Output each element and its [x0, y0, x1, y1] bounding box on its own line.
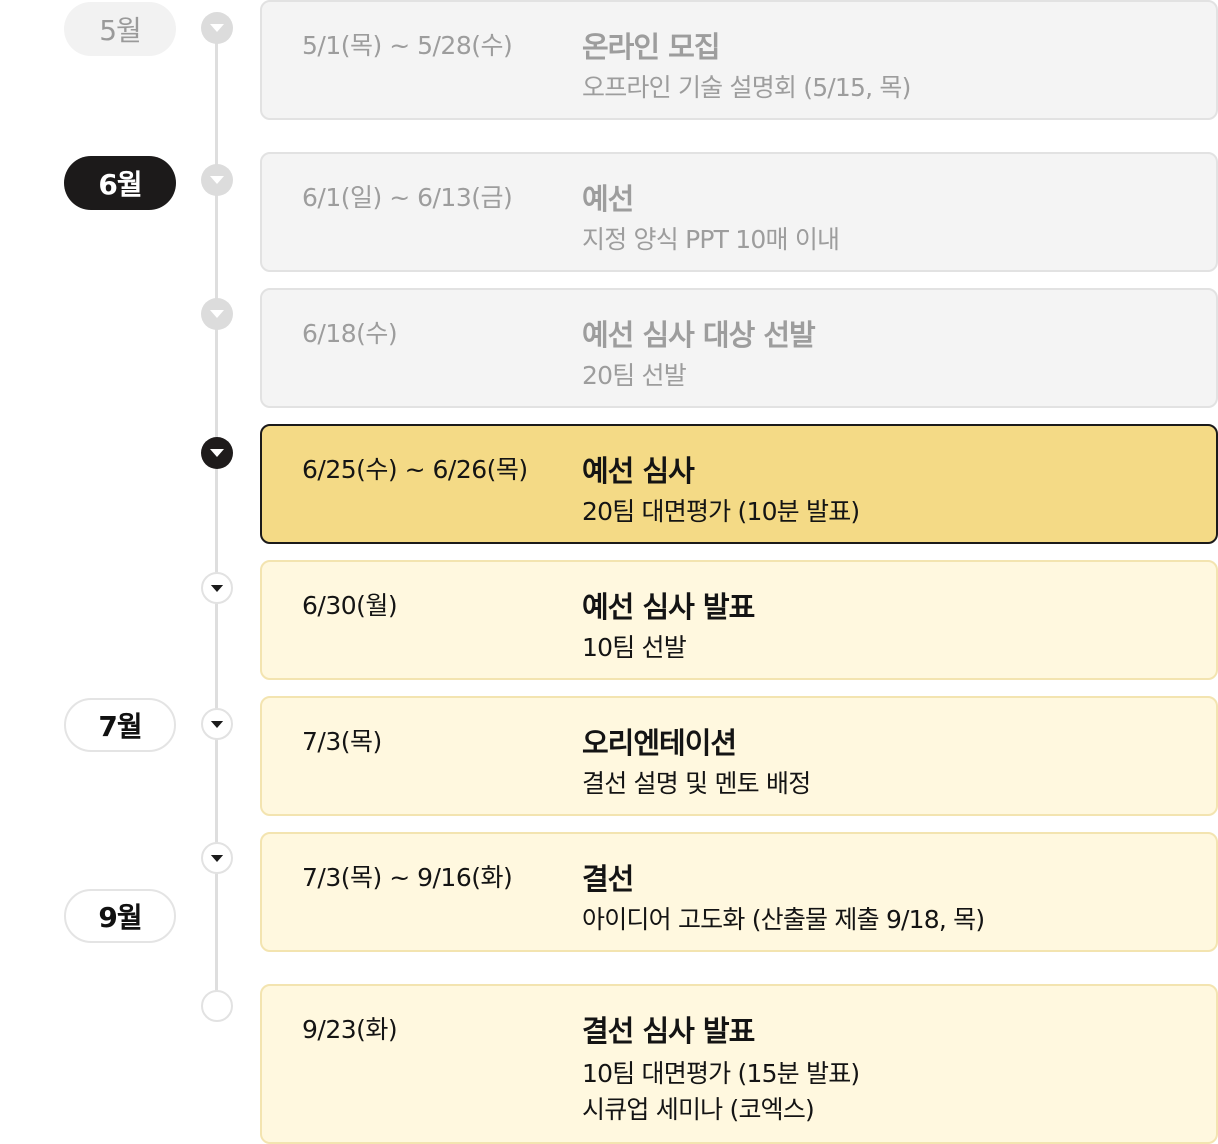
event-title: 예선 심사 발표	[582, 590, 755, 624]
event-title: 예선	[582, 182, 634, 216]
event-date: 7/3(목) ~ 9/16(화)	[302, 863, 513, 892]
event-description: 20팀 선발	[582, 361, 687, 390]
event-card-online-recruit[interactable]: 5/1(목) ~ 5/28(수) 온라인 모집 오프라인 기술 설명회 (5/1…	[260, 0, 1218, 120]
month-label-july: 7월	[64, 698, 176, 752]
event-description: 결선 설명 및 멘토 배정	[582, 769, 811, 798]
chevron-down-icon[interactable]	[201, 298, 233, 330]
event-card-preliminary[interactable]: 6/1(일) ~ 6/13(금) 예선 지정 양식 PPT 10매 이내	[260, 152, 1218, 272]
month-label-september: 9월	[64, 889, 176, 943]
event-card-preliminary-result[interactable]: 6/30(월) 예선 심사 발표 10팀 선발	[260, 560, 1218, 680]
event-title: 결선 심사 발표	[582, 1014, 755, 1048]
event-date: 5/1(목) ~ 5/28(수)	[302, 31, 513, 60]
event-title: 오리엔테이션	[582, 726, 737, 760]
empty-circle-icon	[201, 990, 233, 1022]
timeline-line	[215, 28, 218, 1008]
event-description: 지정 양식 PPT 10매 이내	[582, 225, 840, 254]
month-label-june: 6월	[64, 156, 176, 210]
event-description: 아이디어 고도화 (산출물 제출 9/18, 목)	[582, 905, 985, 934]
month-label-may: 5월	[64, 2, 176, 56]
event-description: 오프라인 기술 설명회 (5/15, 목)	[582, 73, 911, 102]
event-date: 9/23(화)	[302, 1015, 398, 1044]
event-description: 10팀 대면평가 (15분 발표)	[582, 1059, 860, 1088]
event-card-preliminary-review[interactable]: 6/25(수) ~ 6/26(목) 예선 심사 20팀 대면평가 (10분 발표…	[260, 424, 1218, 544]
event-title: 예선 심사	[582, 454, 695, 488]
chevron-down-icon[interactable]	[201, 164, 233, 196]
event-card-orientation[interactable]: 7/3(목) 오리엔테이션 결선 설명 및 멘토 배정	[260, 696, 1218, 816]
event-date: 6/30(월)	[302, 591, 398, 620]
event-title: 온라인 모집	[582, 30, 720, 64]
event-title: 결선	[582, 862, 634, 896]
chevron-down-icon[interactable]	[201, 437, 233, 469]
chevron-down-icon[interactable]	[201, 572, 233, 604]
event-date: 7/3(목)	[302, 727, 382, 756]
event-card-preliminary-selection[interactable]: 6/18(수) 예선 심사 대상 선발 20팀 선발	[260, 288, 1218, 408]
chevron-down-icon[interactable]	[201, 12, 233, 44]
event-date: 6/18(수)	[302, 319, 398, 348]
event-description: 20팀 대면평가 (10분 발표)	[582, 497, 860, 526]
chevron-down-icon[interactable]	[201, 842, 233, 874]
event-date: 6/25(수) ~ 6/26(목)	[302, 455, 528, 484]
chevron-down-icon[interactable]	[201, 708, 233, 740]
event-card-final-result[interactable]: 9/23(화) 결선 심사 발표 10팀 대면평가 (15분 발표) 시큐업 세…	[260, 984, 1218, 1144]
event-description: 시큐업 세미나 (코엑스)	[582, 1095, 815, 1124]
event-date: 6/1(일) ~ 6/13(금)	[302, 183, 513, 212]
event-card-final[interactable]: 7/3(목) ~ 9/16(화) 결선 아이디어 고도화 (산출물 제출 9/1…	[260, 832, 1218, 952]
event-description: 10팀 선발	[582, 633, 687, 662]
event-title: 예선 심사 대상 선발	[582, 318, 816, 352]
